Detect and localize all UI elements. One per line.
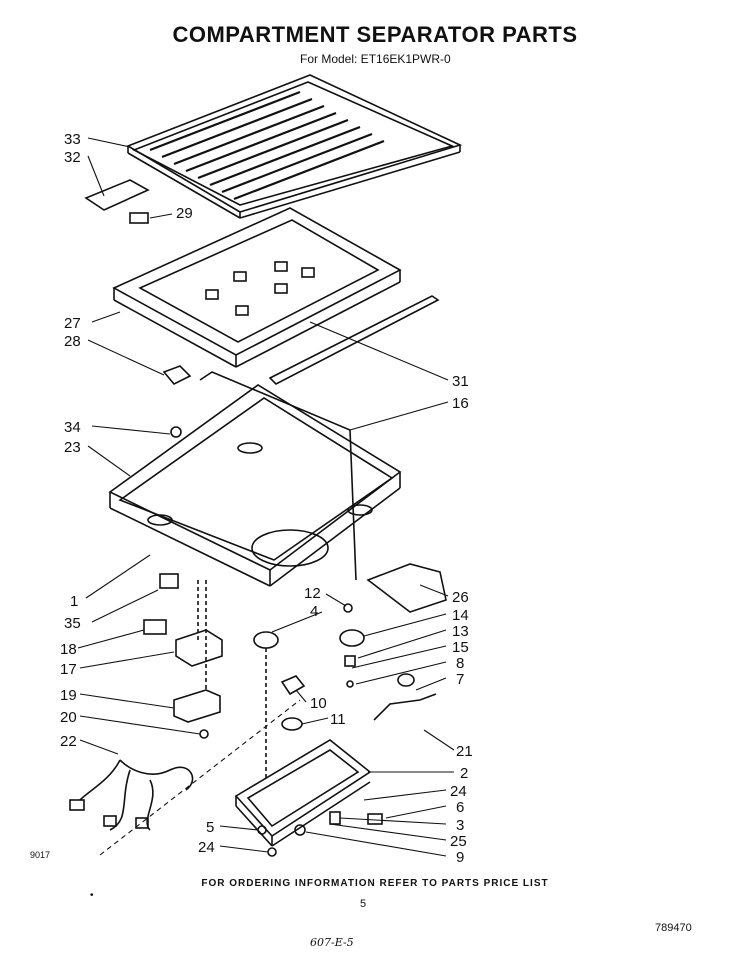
callout-27: 27 [64,315,81,332]
callout-26: 26 [452,589,469,606]
part-22-wiring-harness [69,759,194,831]
callout-3: 3 [456,817,464,834]
part-23-separator-plate [108,384,402,587]
callout-6: 6 [456,799,464,816]
callout-21: 21 [456,743,473,760]
model-subtitle: For Model: ET16EK1PWR-0 [300,52,451,66]
handwritten-note: 607-E-5 [310,936,354,949]
part-29-clip [129,212,149,224]
part-18-knob [143,619,167,635]
callout-14: 14 [452,607,469,624]
part-33-grille-cover [126,74,463,219]
grille-slats [149,90,385,201]
callout-20: 20 [60,709,77,726]
part-35-damper [159,573,179,589]
callout-11: 11 [330,711,346,728]
callout-5: 5 [206,819,214,836]
part-21-harness [373,693,437,721]
part-12-washer [343,603,353,613]
part-20-screw [199,729,209,739]
part-3-terminal [329,811,341,825]
part-14-fan-hub [339,629,365,647]
callout-9: 9 [456,849,464,866]
callout-32: 32 [64,149,81,166]
part-24-screw [267,847,277,857]
part-17-housing [175,629,223,667]
callout-34: 34 [64,419,81,436]
callout-24-right: 24 [450,783,467,800]
part-26-insulation [366,563,447,613]
part-28-block [162,365,192,385]
part-31-strip [268,295,440,385]
part-13-spacer [344,655,356,667]
part-6-connector [367,813,383,825]
part-34-screw [170,426,182,438]
page-title: COMPARTMENT SEPARATOR PARTS [172,22,578,47]
bullet-mark: • [90,890,94,901]
callout-1: 1 [70,593,78,610]
callout-24-left: 24 [198,839,215,856]
part-10-switch [280,675,306,696]
part-11-grommet [281,717,303,731]
callout-33: 33 [64,131,81,148]
callout-4: 4 [310,603,318,620]
part-19-bracket [173,689,221,723]
part-32-label [84,179,150,211]
callout-7: 7 [456,671,464,688]
part-9-washer [294,824,306,836]
document-number: 789470 [655,922,692,934]
callout-18: 18 [60,641,77,658]
callout-31: 31 [452,373,469,390]
ordering-note: FOR ORDERING INFORMATION REFER TO PARTS … [201,878,549,889]
part-8-bulb [397,673,415,687]
part-27-tray-frame [112,207,402,368]
part-15-screw [346,680,354,688]
callout-35: 35 [64,615,81,632]
diagram-code: 9017 [30,850,50,860]
page-number: 5 [360,898,367,910]
callout-25: 25 [450,833,467,850]
callout-23: 23 [64,439,81,456]
callout-28: 28 [64,333,81,350]
callout-16: 16 [452,395,469,412]
callout-22: 22 [60,733,77,750]
part-5-screw [257,825,267,835]
callout-13: 13 [452,623,469,640]
callout-29: 29 [176,205,193,222]
callout-2: 2 [460,765,468,782]
callout-12: 12 [304,585,321,602]
part-4-bearing [253,631,279,649]
callout-19: 19 [60,687,77,704]
callout-8: 8 [456,655,464,672]
part-16-wire [199,371,357,581]
callout-17: 17 [60,661,77,678]
callout-15: 15 [452,639,469,656]
callout-10: 10 [310,695,327,712]
